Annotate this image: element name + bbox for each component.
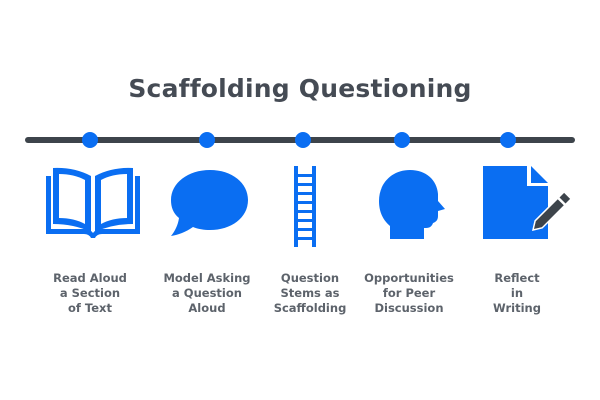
step-label-2: Model Asking a Question Aloud	[163, 271, 251, 315]
step-label-5: Reflect in Writing	[493, 271, 541, 315]
timeline-dot-5	[500, 132, 516, 148]
speech-bubble-icon	[171, 170, 248, 236]
ladder-icon	[294, 166, 316, 247]
step-label-1: Read Aloud a Section of Text	[53, 271, 127, 315]
open-book-icon	[46, 167, 140, 238]
document-pencil-icon	[483, 166, 571, 239]
head-profile-icon	[379, 170, 445, 239]
page-title: Scaffolding Questioning	[128, 74, 472, 103]
timeline-dot-1	[82, 132, 98, 148]
step-label-3: Question Stems as Scaffolding	[273, 271, 347, 315]
timeline-dot-2	[199, 132, 215, 148]
timeline-dot-3	[295, 132, 311, 148]
timeline-dot-4	[394, 132, 410, 148]
step-label-4: Opportunities for Peer Discussion	[364, 271, 454, 315]
